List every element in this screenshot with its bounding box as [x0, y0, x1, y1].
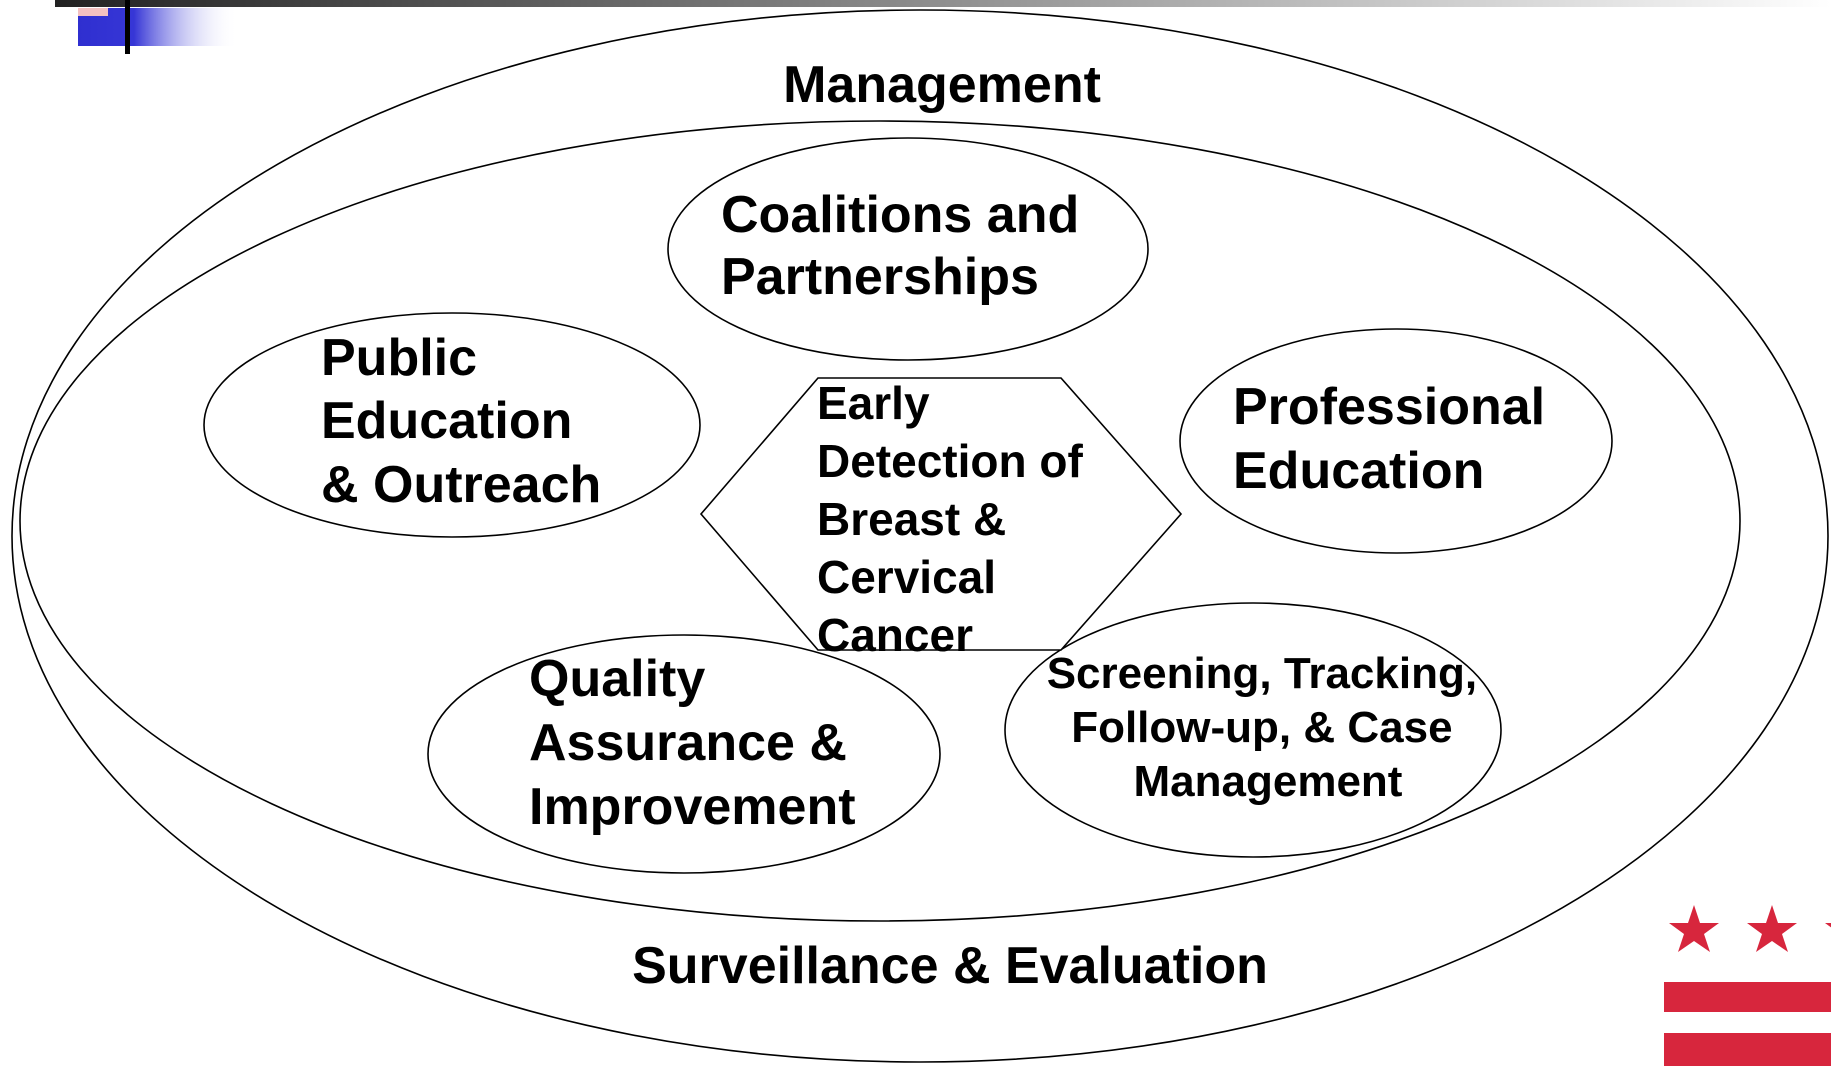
- flag-star-1: [1669, 905, 1719, 952]
- surveillance-evaluation-label: Surveillance & Evaluation: [632, 937, 1268, 995]
- inner-ellipse-surveillance: [19, 120, 1741, 922]
- professional-education-line-2: Education: [1233, 442, 1484, 500]
- quality-assurance-line-2: Assurance &: [529, 714, 847, 772]
- center-line-3: Breast &: [817, 493, 1006, 545]
- screening-tracking-label: Screening, Tracking, Follow-up, & Case M…: [1047, 649, 1490, 806]
- flag-stripe-1: [1664, 982, 1831, 1012]
- coalitions-line-1: Coalitions and: [721, 186, 1079, 244]
- center-line-2: Detection of: [817, 435, 1083, 487]
- coalitions-line-2: Partnerships: [721, 248, 1039, 306]
- screening-tracking-ellipse: [1004, 602, 1502, 858]
- screening-tracking-line-2: Follow-up, & Case: [1071, 703, 1452, 752]
- professional-education-label: Professional Education: [1233, 378, 1560, 500]
- professional-education-ellipse: [1179, 328, 1613, 554]
- professional-education-line-1: Professional: [1233, 378, 1545, 436]
- public-education-outreach-node: Public Education & Outreach: [203, 312, 701, 538]
- outer-ellipse-management: [11, 9, 1829, 1063]
- coalitions-label: Coalitions and Partnerships: [721, 186, 1094, 306]
- corner-decoration: [78, 8, 238, 46]
- quality-assurance-line-1: Quality: [529, 650, 705, 708]
- public-education-line-3: & Outreach: [321, 456, 601, 514]
- flag-star-2: [1747, 905, 1797, 952]
- top-bar-decoration: [55, 0, 1831, 7]
- center-early-detection-node: Early Detection of Breast & Cervical Can…: [699, 377, 1183, 661]
- center-line-1: Early: [817, 377, 930, 429]
- quality-assurance-line-3: Improvement: [529, 778, 856, 836]
- quality-assurance-ellipse: [427, 634, 941, 874]
- coalitions-ellipse: [667, 137, 1149, 361]
- center-label: Early Detection of Breast & Cervical Can…: [817, 377, 1096, 661]
- screening-tracking-line-3: Management: [1134, 757, 1403, 806]
- public-education-line-2: Education: [321, 392, 572, 450]
- dc-flag-logo: [1664, 905, 1831, 1066]
- flag-star-3: [1825, 923, 1831, 928]
- flag-stripe-2: [1664, 1033, 1831, 1066]
- center-line-4: Cervical: [817, 551, 996, 603]
- professional-education-node: Professional Education: [1179, 328, 1613, 554]
- quality-assurance-node: Quality Assurance & Improvement: [427, 634, 941, 874]
- management-label: Management: [783, 56, 1101, 114]
- quality-assurance-label: Quality Assurance & Improvement: [529, 650, 861, 836]
- public-education-label: Public Education & Outreach: [321, 329, 601, 514]
- coalitions-partnerships-node: Coalitions and Partnerships: [667, 137, 1149, 361]
- screening-tracking-line-1: Screening, Tracking,: [1047, 649, 1477, 698]
- screening-tracking-node: Screening, Tracking, Follow-up, & Case M…: [1004, 602, 1502, 858]
- center-line-5: Cancer: [817, 609, 973, 661]
- corner-tick-decoration: [125, 0, 130, 54]
- public-education-ellipse: [203, 312, 701, 538]
- center-hexagon: [699, 377, 1183, 651]
- public-education-line-1: Public: [321, 329, 477, 387]
